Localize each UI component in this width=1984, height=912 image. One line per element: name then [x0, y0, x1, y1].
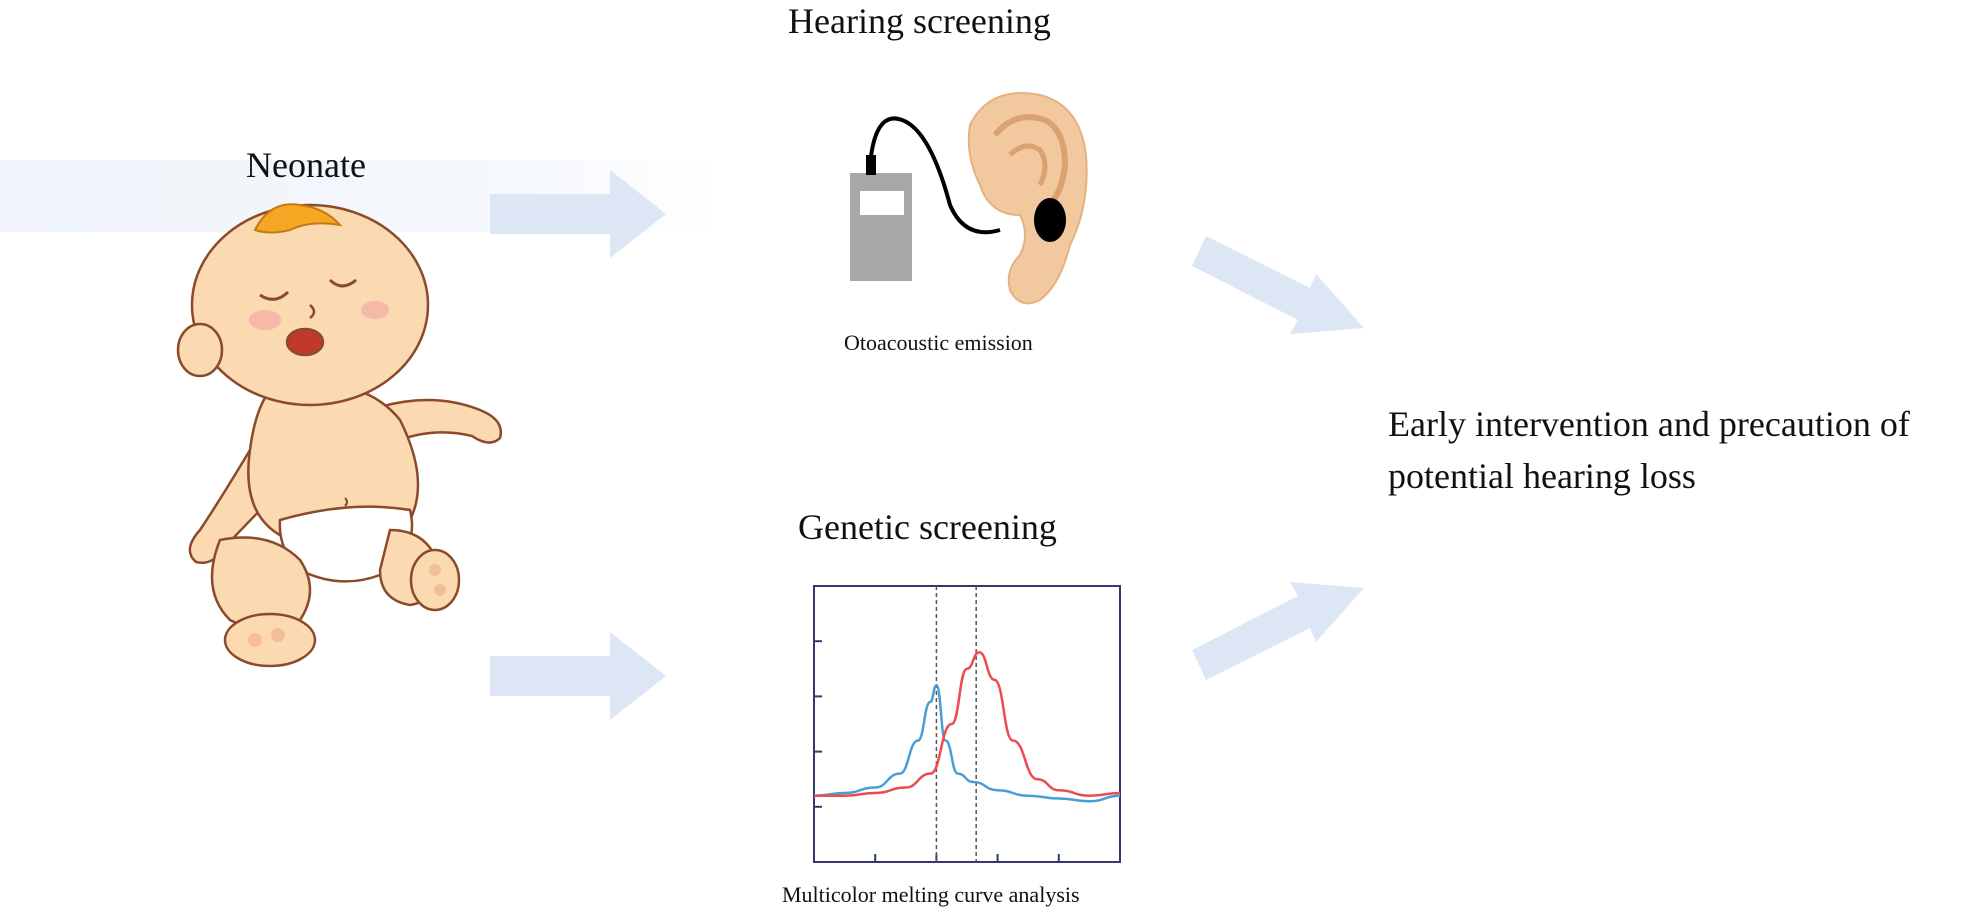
- plot-frame: [813, 585, 1121, 863]
- genetic-screening-caption: Multicolor melting curve analysis: [782, 882, 1080, 907]
- oae-probe-ear-icon: [850, 92, 1088, 305]
- arrow-genetic-to-outcome: [1192, 582, 1364, 680]
- outcome-text: Early intervention and precaution of pot…: [1388, 404, 1910, 496]
- arrow-neonate-to-genetic: [490, 632, 666, 720]
- hearing-screening-title: Hearing screening: [788, 1, 1051, 41]
- neonate-label: Neonate: [246, 145, 366, 185]
- hearing-screening-caption: Otoacoustic emission: [844, 330, 1033, 355]
- series-line-1: [813, 684, 1121, 803]
- arrow-neonate-to-hearing: [490, 170, 666, 258]
- genetic-screening-title: Genetic screening: [798, 507, 1057, 547]
- crying-baby-icon: [176, 203, 503, 668]
- melting-curve-chart: [813, 585, 1121, 863]
- series-line-2: [813, 650, 1121, 798]
- arrow-hearing-to-outcome: [1192, 236, 1364, 334]
